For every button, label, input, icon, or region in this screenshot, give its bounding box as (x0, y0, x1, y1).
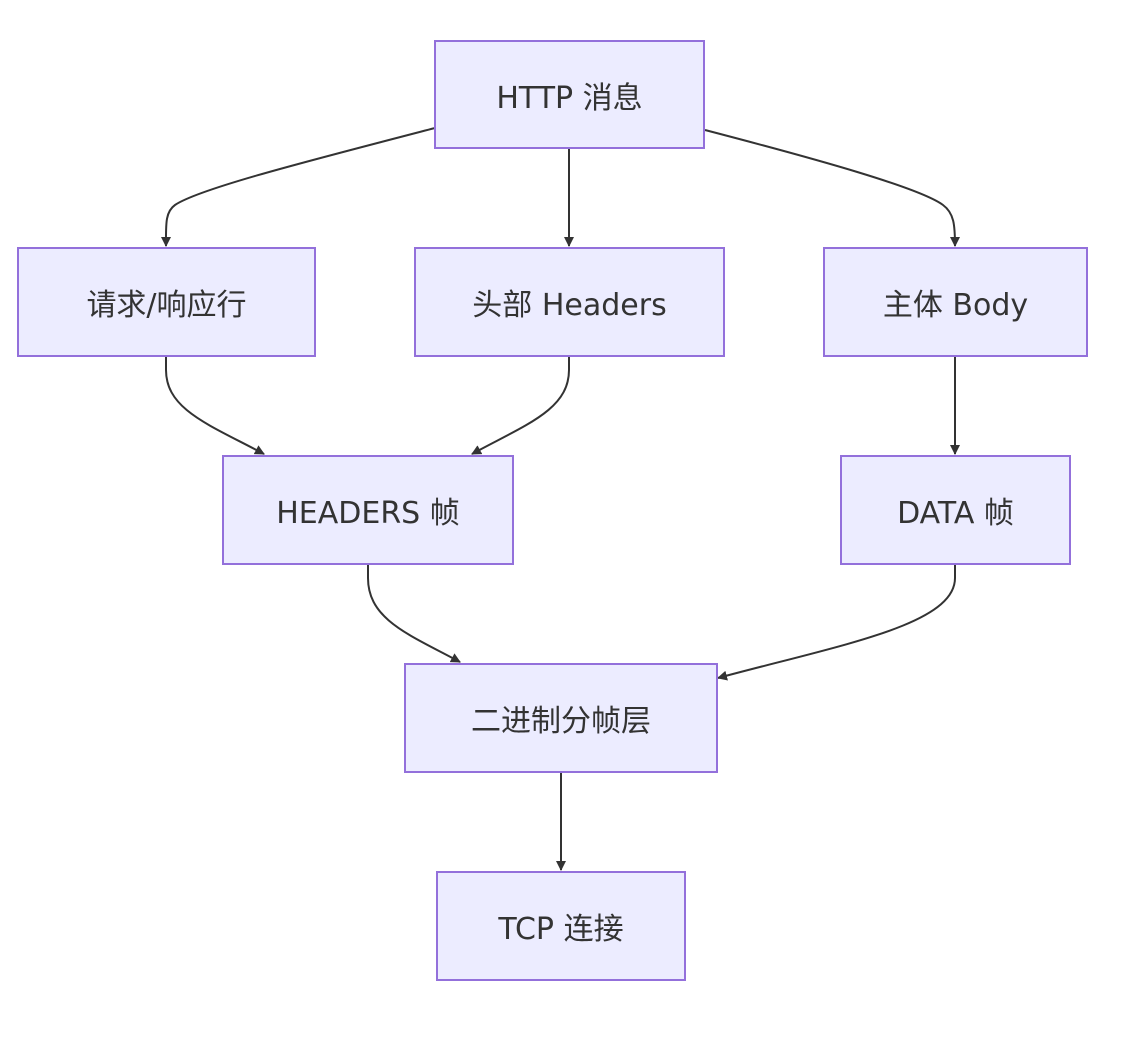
node-headers: 头部 Headers (414, 247, 725, 357)
edge-http-to-request-line (160, 127, 436, 247)
node-tcp: TCP 连接 (436, 871, 686, 981)
node-body: 主体 Body (823, 247, 1088, 357)
node-request-line: 请求/响应行 (17, 247, 316, 357)
node-framing-layer: 二进制分帧层 (404, 663, 718, 773)
edge-headers-frame-to-framing-layer (367, 565, 461, 663)
node-http-message: HTTP 消息 (434, 40, 705, 149)
node-headers-frame: HEADERS 帧 (222, 455, 514, 565)
edge-http-to-body (704, 129, 960, 247)
edge-headers-to-headers-frame (471, 357, 570, 455)
node-data-frame: DATA 帧 (840, 455, 1071, 565)
edge-request-line-to-headers-frame (165, 357, 265, 455)
edge-data-frame-to-framing-layer (717, 565, 956, 681)
